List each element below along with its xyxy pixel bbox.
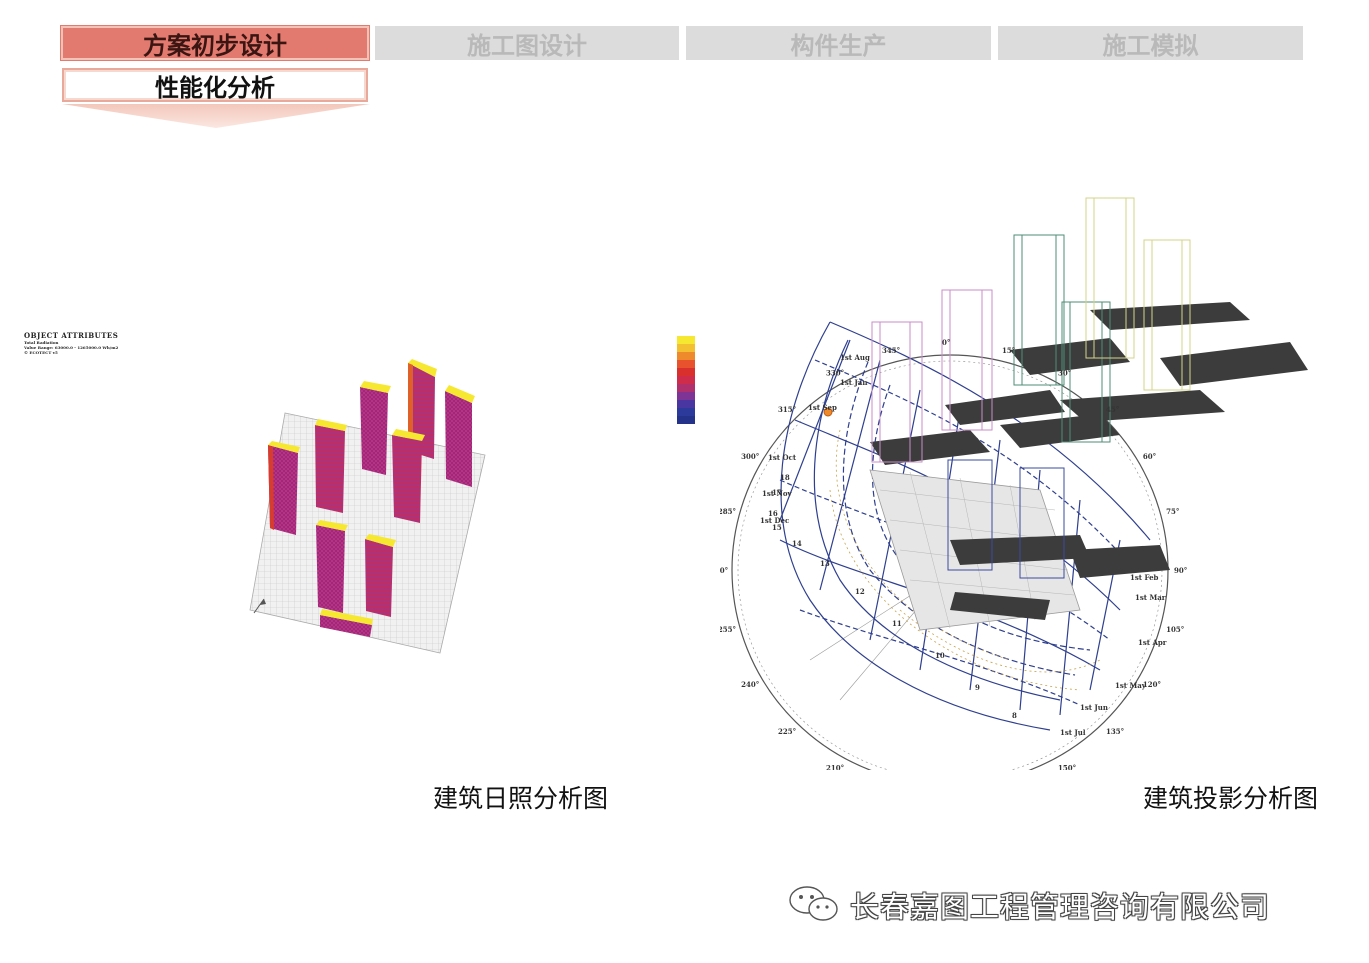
azimuth-labels: 0°15°30°45°60°75°90°105°120°135°150°165°… bbox=[720, 338, 1187, 770]
azimuth-label: 90° bbox=[1174, 566, 1187, 575]
tab-label: 方案初步设计 bbox=[143, 30, 287, 60]
date-label: 1st Nov bbox=[762, 489, 793, 498]
attributes-line3: © ECOTECT v5 bbox=[24, 350, 58, 355]
building-towers bbox=[268, 359, 475, 637]
hour-label: 17 bbox=[772, 488, 782, 497]
azimuth-label: 0° bbox=[942, 338, 950, 347]
date-labels: 1st Jan 1st Feb 1st Mar 1st Apr 1st May 1st J… bbox=[760, 353, 1167, 737]
date-label: 1st Dec bbox=[760, 516, 789, 525]
azimuth-label: 345° bbox=[882, 346, 900, 355]
date-label: 1st Feb bbox=[1130, 573, 1159, 582]
tab-component-production[interactable]: 构件生产 bbox=[686, 26, 991, 60]
azimuth-label: 120° bbox=[1143, 680, 1161, 689]
subtab-performance-analysis[interactable]: 性能化分析 bbox=[62, 68, 368, 102]
subtab-label: 性能化分析 bbox=[155, 72, 275, 102]
azimuth-label: 135° bbox=[1106, 727, 1124, 736]
hour-label: 10 bbox=[935, 651, 945, 660]
azimuth-label: 150° bbox=[1058, 764, 1076, 771]
azimuth-label: 210° bbox=[826, 764, 844, 771]
attributes-line2: Value Range: 63000.0 - 1265000.0 Wh/m2 bbox=[24, 345, 119, 350]
azimuth-label: 285° bbox=[720, 507, 736, 516]
tab-label: 施工模拟 bbox=[1102, 30, 1199, 60]
tab-construction-drawing[interactable]: 施工图设计 bbox=[375, 26, 679, 60]
hour-label: 12 bbox=[855, 587, 865, 596]
company-name: 长春嘉图工程管理咨询有限公司 bbox=[850, 890, 1271, 924]
azimuth-label: 75° bbox=[1166, 507, 1179, 516]
hour-label: 15 bbox=[772, 523, 782, 532]
date-label: 1st May bbox=[1115, 681, 1147, 690]
azimuth-label: 45° bbox=[1106, 405, 1119, 414]
azimuth-label: 255° bbox=[720, 625, 736, 634]
azimuth-label: 15° bbox=[1002, 346, 1015, 355]
date-label: 1st Apr bbox=[1138, 638, 1167, 647]
azimuth-label: 60° bbox=[1143, 452, 1156, 461]
shadow-projections bbox=[870, 302, 1308, 620]
hour-label: 9 bbox=[975, 683, 980, 692]
hour-label: 8 bbox=[1012, 711, 1017, 720]
sunlight-analysis-caption: 建筑日照分析图 bbox=[433, 784, 609, 813]
azimuth-label: 330° bbox=[826, 369, 844, 378]
azimuth-label: 225° bbox=[778, 727, 796, 736]
attributes-title: OBJECT ATTRIBUTES bbox=[24, 331, 119, 340]
hour-label: 11 bbox=[892, 619, 902, 628]
tab-scheme-design[interactable]: 方案初步设计 bbox=[60, 25, 370, 61]
down-arrow-icon bbox=[62, 104, 370, 128]
shadow-analysis-caption: 建筑投影分析图 bbox=[1143, 784, 1319, 813]
wechat-icon bbox=[789, 886, 838, 921]
hour-labels: 8 9 10 11 12 13 14 15 16 17 18 bbox=[768, 473, 1017, 720]
object-attributes: OBJECT ATTRIBUTES Total Radiation Value … bbox=[24, 331, 118, 355]
hour-label: 14 bbox=[792, 539, 802, 548]
radiation-legend bbox=[677, 336, 695, 424]
date-label: 1st Jun bbox=[1080, 703, 1108, 712]
date-label: 1st Mar bbox=[1135, 593, 1166, 602]
azimuth-label: 30° bbox=[1058, 369, 1071, 378]
date-label: 1st Aug bbox=[840, 353, 870, 362]
tab-construction-simulation[interactable]: 施工模拟 bbox=[998, 26, 1303, 60]
hour-label: 16 bbox=[768, 509, 778, 518]
date-label: 1st Jan bbox=[840, 378, 867, 387]
tab-label: 施工图设计 bbox=[467, 30, 587, 60]
sun-icon bbox=[823, 407, 833, 417]
date-label: 1st Jul bbox=[1060, 728, 1086, 737]
attributes-line1: Total Radiation bbox=[24, 340, 59, 345]
azimuth-label: 105° bbox=[1166, 625, 1184, 634]
sun-path-diagram: 0°15°30°45°60°75°90°105°120°135°150°165°… bbox=[720, 197, 1308, 770]
azimuth-label: 240° bbox=[741, 680, 759, 689]
azimuth-label: 315° bbox=[778, 405, 796, 414]
compass-arrow-icon bbox=[253, 598, 266, 614]
tower-wireframes bbox=[871, 197, 1191, 579]
date-label: 1st Oct bbox=[768, 453, 797, 462]
solar-radiation-diagram bbox=[249, 359, 486, 654]
hour-label: 18 bbox=[780, 473, 790, 482]
tab-label: 构件生产 bbox=[790, 30, 887, 60]
azimuth-label: 300° bbox=[741, 452, 759, 461]
azimuth-label: 270° bbox=[720, 566, 728, 575]
date-label: 1st Sep bbox=[808, 403, 837, 412]
hour-label: 13 bbox=[820, 559, 830, 568]
